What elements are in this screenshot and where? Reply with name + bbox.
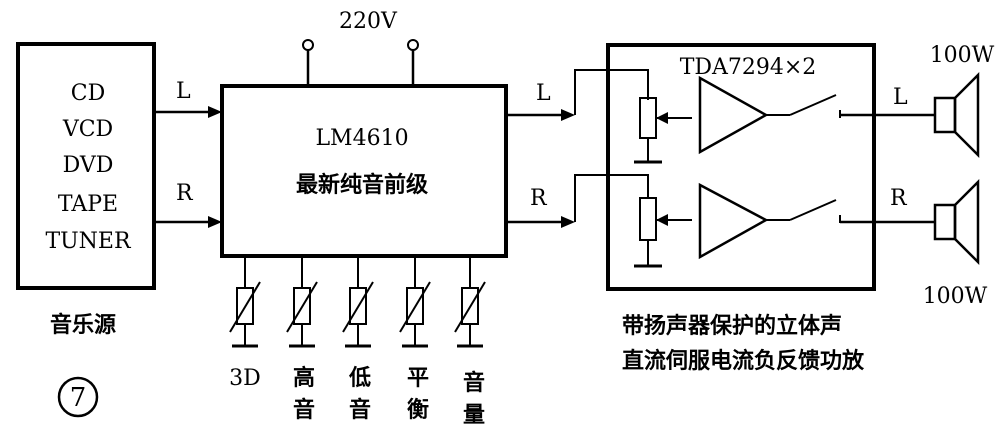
pot-right-wiper-arrow — [656, 214, 668, 226]
speaker-top-power: 100W — [930, 43, 995, 68]
figure-number: 7 — [70, 383, 87, 413]
power-terminal-2 — [407, 39, 419, 51]
control-label-balance-1: 平 — [407, 366, 429, 391]
speaker-top-cone — [953, 71, 980, 159]
amp-right-triangle — [698, 182, 769, 260]
arrow-source-right — [208, 216, 222, 228]
speaker-bottom-cone — [953, 178, 980, 266]
power-label: 220V — [339, 9, 398, 34]
control-bass — [342, 256, 374, 348]
volume-pot-right — [639, 197, 657, 241]
arrow-source-left — [208, 106, 222, 118]
speaker-top-magnet — [933, 96, 957, 134]
wire-amp-in-left — [574, 69, 649, 115]
label-pre-left: L — [536, 81, 551, 106]
control-3d — [229, 256, 261, 348]
figure-number-circle — [57, 376, 99, 418]
wire-amp-in-right — [574, 174, 649, 222]
control-volume — [454, 256, 486, 348]
amp-left-triangle — [698, 75, 769, 155]
amp-caption-line-2: 直流伺服电流负反馈功放 — [622, 348, 865, 374]
control-label-balance-2: 衡 — [407, 397, 429, 423]
preamp-box — [220, 84, 508, 258]
source-box — [16, 42, 156, 290]
source-line-tape: TAPE — [58, 192, 118, 217]
relay-left-switch — [789, 94, 837, 116]
speaker-bottom-magnet — [933, 203, 957, 241]
arrow-pre-right — [561, 216, 575, 228]
control-label-treble-1: 高 — [293, 365, 315, 391]
control-label-3d: 3D — [229, 366, 261, 391]
control-label-treble-2: 音 — [293, 397, 315, 423]
preamp-subtitle: 最新纯音前级 — [296, 172, 428, 198]
source-line-dvd: DVD — [63, 153, 114, 178]
label-source-left: L — [176, 79, 191, 104]
control-label-bass-2: 音 — [349, 397, 371, 423]
amp-box — [606, 43, 876, 291]
source-line-vcd: VCD — [62, 117, 113, 142]
source-line-tuner: TUNER — [45, 229, 132, 254]
preamp-model: LM4610 — [315, 126, 408, 151]
label-source-right: R — [176, 181, 194, 206]
label-amp-out-right: R — [890, 186, 908, 211]
control-balance — [399, 256, 431, 348]
control-label-volume-2: 量 — [463, 403, 485, 428]
arrow-pre-left — [561, 109, 575, 121]
label-amp-out-left: L — [893, 85, 908, 110]
volume-pot-left — [639, 97, 657, 139]
control-label-volume-1: 音 — [463, 370, 485, 396]
control-label-bass-1: 低 — [348, 366, 371, 391]
control-treble — [286, 256, 318, 348]
label-pre-right: R — [530, 186, 548, 211]
power-terminal-1 — [302, 39, 314, 51]
speaker-bottom-power: 100W — [923, 284, 988, 309]
relay-right-switch — [789, 199, 837, 221]
pot-left-wiper-arrow — [656, 112, 668, 124]
amp-caption-line-1: 带扬声器保护的立体声 — [622, 313, 842, 339]
source-caption: 音乐源 — [50, 312, 116, 338]
source-line-cd: CD — [71, 81, 105, 106]
amp-chip: TDA7294×2 — [680, 55, 817, 80]
